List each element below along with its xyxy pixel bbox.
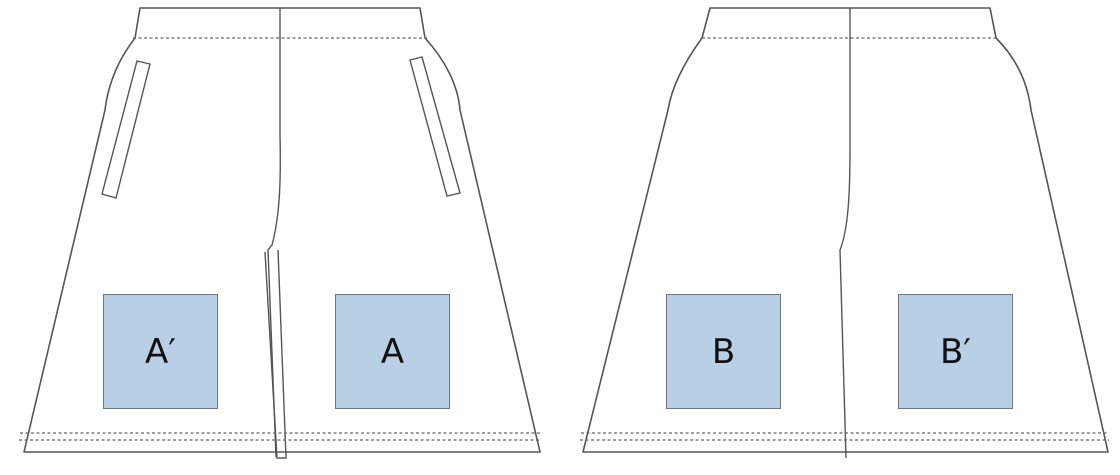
- label-box-b: B: [666, 294, 781, 409]
- label-box-a-prime: A′: [103, 294, 218, 409]
- back-view: [580, 7, 1109, 459]
- front-shorts-outline: [23, 7, 541, 453]
- front-fly-seam: [264, 249, 287, 459]
- front-center-seam: [267, 8, 282, 458]
- back-center-seam: [839, 8, 851, 459]
- label-box-a: A: [335, 294, 450, 409]
- front-view: [19, 7, 541, 459]
- front-right-pocket-slit: [409, 56, 461, 197]
- front-left-pocket-slit: [101, 60, 151, 199]
- label-box-b-prime: B′: [898, 294, 1013, 409]
